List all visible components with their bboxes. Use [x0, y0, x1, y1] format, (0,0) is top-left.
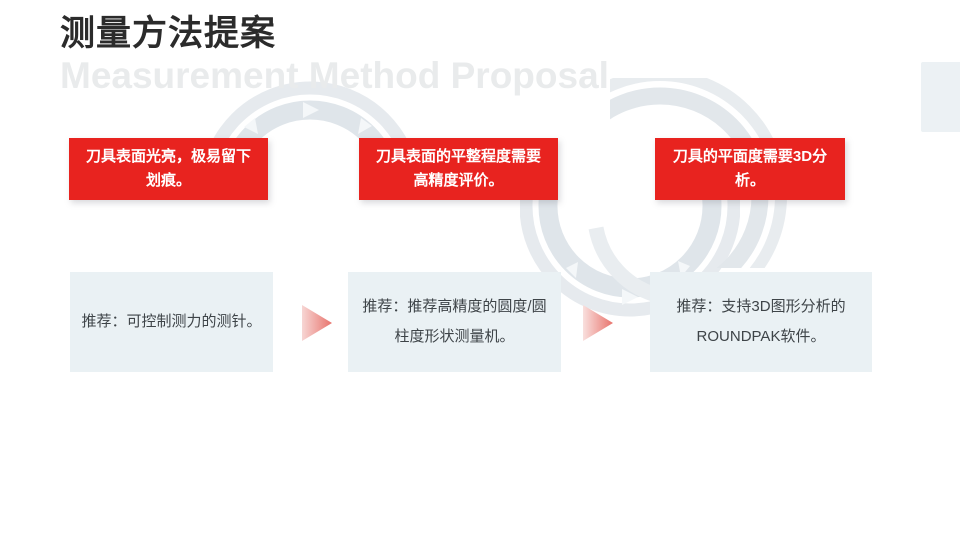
recommendation-panel-2-text: 推荐：推荐高精度的圆度/圆柱度形状测量机。 [362, 298, 547, 345]
recommendation-panel-1: 推荐：可控制测力的测针。 [70, 272, 273, 372]
recommendation-panel-2: 推荐：推荐高精度的圆度/圆柱度形状测量机。 [348, 272, 561, 372]
recommendation-panel-3: 推荐：支持3D图形分析的ROUNDPAK软件。 [650, 272, 872, 372]
page-title-cn: 测量方法提案 [60, 14, 277, 53]
edge-accent-block [921, 62, 960, 132]
problem-callout-1: 刀具表面光亮，极易留下划痕。 [69, 138, 268, 200]
problem-callout-2-text: 刀具表面的平整程度需要高精度评价。 [375, 148, 541, 189]
recommendation-panel-3-text: 推荐：支持3D图形分析的ROUNDPAK软件。 [676, 298, 846, 345]
problem-callout-3: 刀具的平面度需要3D分析。 [655, 138, 845, 200]
page-subtitle-en: Measurement Method Proposal [60, 55, 609, 96]
problem-callout-3-text: 刀具的平面度需要3D分析。 [672, 148, 828, 189]
problem-callout-1-text: 刀具表面光亮，极易留下划痕。 [85, 148, 251, 189]
problem-callout-2: 刀具表面的平整程度需要高精度评价。 [359, 138, 558, 200]
recommendation-panel-1-text: 推荐：可控制测力的测针。 [81, 313, 262, 330]
title-group: 测量方法提案 Measurement Method Proposal [60, 12, 880, 98]
